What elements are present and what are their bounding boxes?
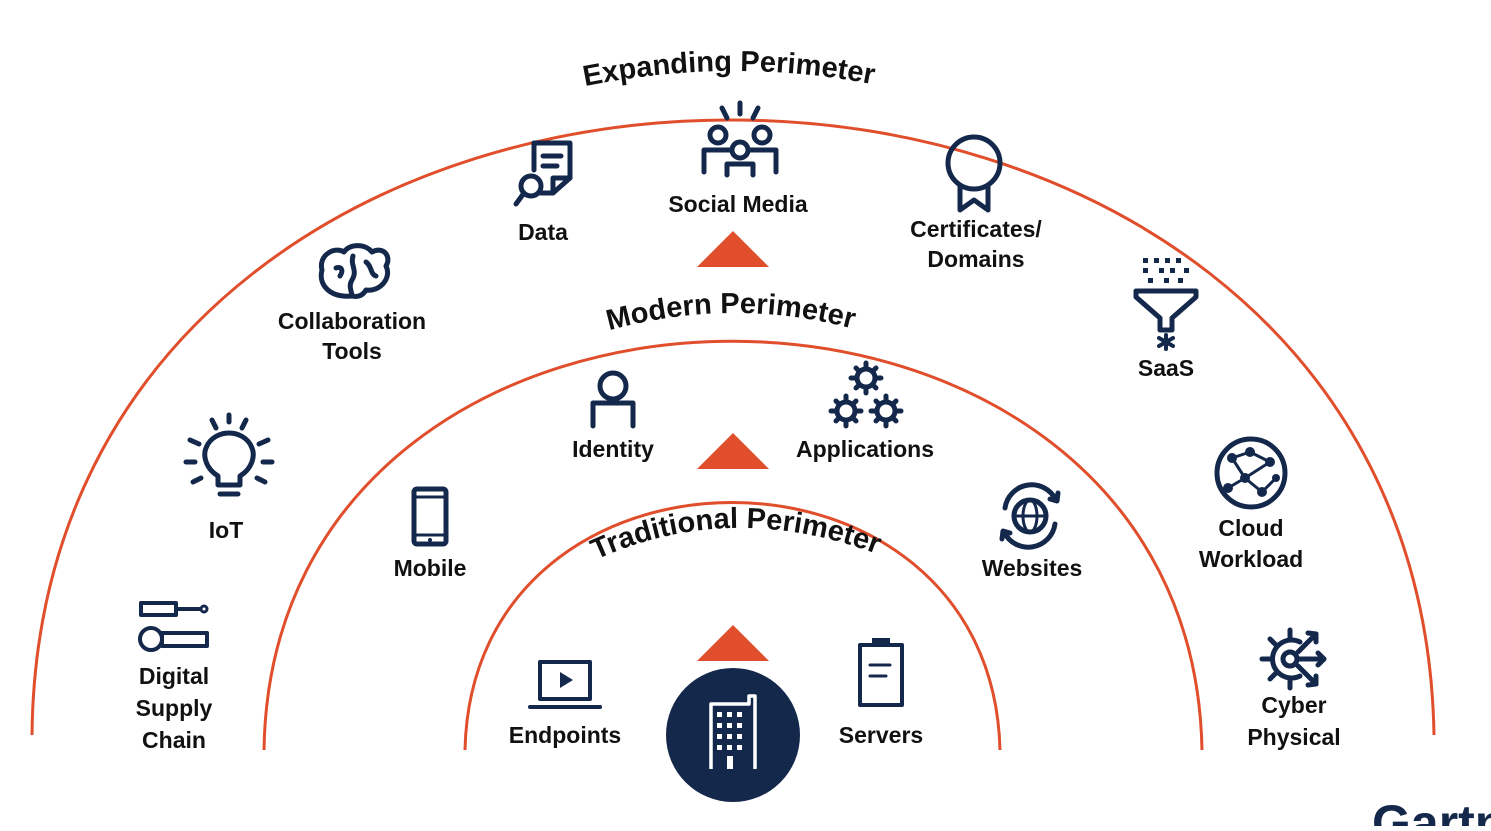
brain-icon bbox=[318, 243, 391, 299]
cloud-label-line2: Workload bbox=[1199, 546, 1303, 572]
traditional-perimeter-title: Traditional Perimeter bbox=[586, 503, 885, 566]
laptop-play-icon bbox=[528, 660, 602, 709]
key-wrench-icon bbox=[138, 601, 209, 652]
gears-icon bbox=[828, 360, 904, 429]
lightbulb-icon bbox=[183, 412, 275, 497]
building-icon bbox=[666, 668, 800, 802]
digital-supply-label-line3: Chain bbox=[142, 727, 206, 753]
identity-label: Identity bbox=[572, 436, 654, 462]
ribbon-badge-icon bbox=[945, 134, 1003, 213]
social-media-label: Social Media bbox=[668, 191, 808, 217]
expanding-arrow-triangle bbox=[697, 231, 769, 267]
cyber-physical-label-line1: Cyber bbox=[1261, 692, 1326, 718]
document-search-icon bbox=[513, 140, 573, 207]
gartner-logo: Gartner bbox=[1372, 795, 1491, 826]
digital-supply-label-line1: Digital bbox=[139, 663, 209, 689]
gear-arrows-icon bbox=[1259, 627, 1327, 691]
traditional-perimeter-ring bbox=[463, 501, 1002, 751]
collaboration-label-line1: Collaboration bbox=[278, 308, 426, 334]
user-icon bbox=[590, 370, 636, 429]
saas-label: SaaS bbox=[1138, 355, 1194, 381]
collaboration-label-line2: Tools bbox=[322, 338, 382, 364]
cloud-label-line1: Cloud bbox=[1218, 515, 1283, 541]
modern-arrow-triangle bbox=[697, 433, 769, 469]
globe-refresh-icon bbox=[999, 482, 1061, 550]
mobile-label: Mobile bbox=[394, 555, 467, 581]
network-globe-icon bbox=[1214, 436, 1288, 510]
certificates-label-line2: Domains bbox=[927, 246, 1024, 272]
websites-label: Websites bbox=[982, 555, 1083, 581]
expanding-perimeter-ring bbox=[30, 118, 1436, 736]
modern-perimeter-title: Modern Perimeter bbox=[603, 288, 859, 337]
modern-perimeter-ring bbox=[262, 339, 1204, 751]
funnel-icon bbox=[1133, 258, 1199, 351]
cyber-physical-label-line2: Physical bbox=[1247, 724, 1340, 750]
digital-supply-label-line2: Supply bbox=[136, 695, 213, 721]
applications-label: Applications bbox=[796, 436, 934, 462]
traditional-arrow-triangle bbox=[697, 625, 769, 661]
data-label: Data bbox=[518, 219, 568, 245]
people-group-icon bbox=[701, 100, 779, 178]
certificates-label-line1: Certificates/ bbox=[910, 216, 1042, 242]
clipboard-icon bbox=[858, 638, 904, 707]
expanding-perimeter-title: Expanding Perimeter bbox=[580, 46, 878, 93]
endpoints-label: Endpoints bbox=[509, 722, 621, 748]
servers-label: Servers bbox=[839, 722, 923, 748]
smartphone-icon bbox=[411, 486, 449, 547]
iot-label: IoT bbox=[209, 517, 244, 543]
